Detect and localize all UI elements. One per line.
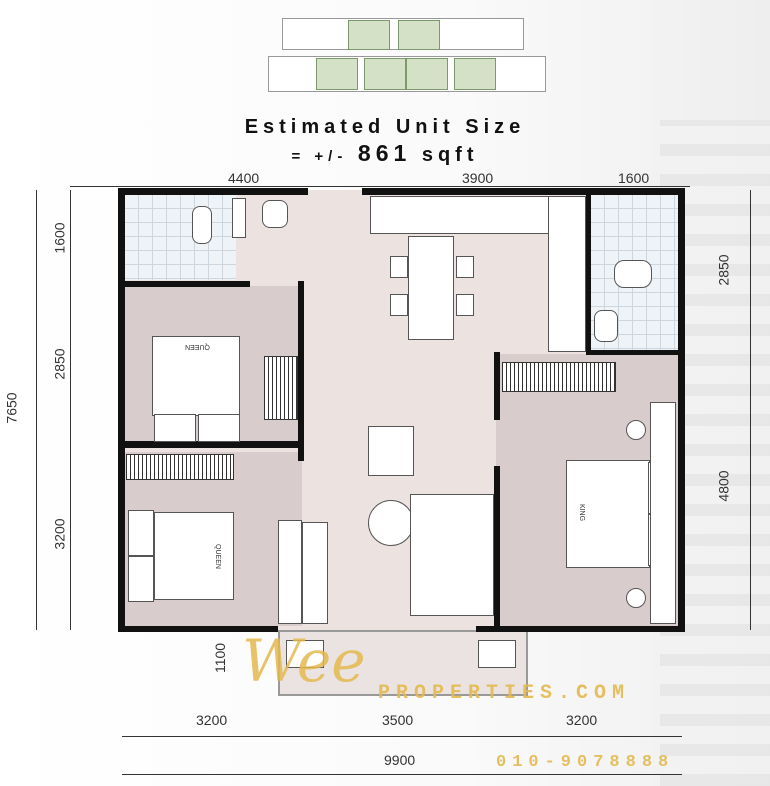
key-plan-unit <box>454 58 496 90</box>
armchair <box>368 426 414 476</box>
shower-icon <box>232 198 246 238</box>
dim-bottom-3: 3200 <box>566 712 598 728</box>
wardrobe-master <box>502 362 616 392</box>
kitchen-counter-side <box>548 196 586 352</box>
size-prefix: = +/- <box>291 148 348 165</box>
bathroom-1 <box>124 194 236 280</box>
dim-right-1: 2850 <box>715 254 732 286</box>
wall <box>298 281 304 461</box>
tv-console <box>302 522 328 624</box>
bottom-total-dimension-line <box>122 774 682 775</box>
king-bed: KING <box>566 460 650 568</box>
wall <box>586 350 680 355</box>
queen-bed-1: QUEEN <box>152 336 240 416</box>
dim-balcony: 1100 <box>212 642 229 674</box>
wall <box>476 626 684 632</box>
dim-top-1: 4400 <box>228 170 260 186</box>
top-dimension-line <box>70 186 690 187</box>
wardrobe-1 <box>264 356 298 420</box>
bottom-dimension-line <box>122 736 682 737</box>
coffee-table <box>368 500 414 546</box>
unit-size-value-line: = +/- 861 sqft <box>0 140 770 167</box>
dining-table <box>408 236 454 340</box>
watermark-site: PROPERTIES.COM <box>378 682 631 705</box>
wall <box>118 188 308 195</box>
key-plan-unit <box>364 58 406 90</box>
left-dimension-line <box>70 190 71 630</box>
dining-chair <box>390 294 408 316</box>
right-dimension-line <box>750 190 751 630</box>
dining-chair <box>456 256 474 278</box>
wall <box>118 626 278 632</box>
dim-left-3: 3200 <box>51 518 68 550</box>
bed-label: QUEEN <box>185 343 210 350</box>
toilet-icon-2 <box>614 260 652 288</box>
size-value: 861 <box>357 140 412 166</box>
dim-right-2: 4800 <box>715 470 732 502</box>
desk <box>278 520 302 624</box>
size-unit: sqft <box>421 144 479 166</box>
ac-ledge-icon <box>286 640 324 668</box>
wall <box>120 441 302 448</box>
bed-label: QUEEN <box>213 544 221 569</box>
wardrobe-2 <box>126 454 234 480</box>
dining-chair <box>456 294 474 316</box>
dining-chair <box>390 256 408 278</box>
bed-label: KING <box>578 503 586 522</box>
unit-size-heading: Estimated Unit Size <box>244 116 526 138</box>
basin-icon <box>262 200 288 228</box>
dim-bottom-total: 9900 <box>384 752 416 768</box>
bench <box>128 510 154 556</box>
key-plan-unit <box>398 20 440 50</box>
wall <box>586 192 591 354</box>
queen-bed-2: QUEEN <box>154 512 234 600</box>
wall <box>678 188 685 632</box>
wall <box>494 466 500 628</box>
dim-left-total: 7650 <box>3 392 20 424</box>
key-plan-unit <box>348 20 390 50</box>
dim-left-2: 2850 <box>51 348 68 380</box>
basin-icon-2 <box>594 310 618 342</box>
dim-bottom-1: 3200 <box>196 712 228 728</box>
watermark-logo: Wee <box>242 627 366 695</box>
key-plan-unit <box>316 58 358 90</box>
bench <box>128 556 154 602</box>
toilet-icon <box>192 206 212 244</box>
dim-top-2: 3900 <box>462 170 494 186</box>
lamp-icon <box>626 420 646 440</box>
left-total-dimension-line <box>36 190 37 630</box>
sofa <box>410 494 494 616</box>
watermark-phone: 010-9078888 <box>496 753 675 772</box>
wall <box>362 188 684 195</box>
wall <box>494 352 500 420</box>
dim-bottom-2: 3500 <box>382 712 414 728</box>
bench <box>198 414 240 442</box>
dim-top-3: 1600 <box>618 170 650 186</box>
dim-left-1: 1600 <box>51 222 68 254</box>
wall <box>118 188 125 632</box>
key-plan-unit <box>406 58 448 90</box>
wall <box>120 281 250 287</box>
lamp-icon <box>626 588 646 608</box>
ac-ledge-icon <box>478 640 516 668</box>
bench <box>154 414 196 442</box>
side-cabinet <box>650 402 676 624</box>
